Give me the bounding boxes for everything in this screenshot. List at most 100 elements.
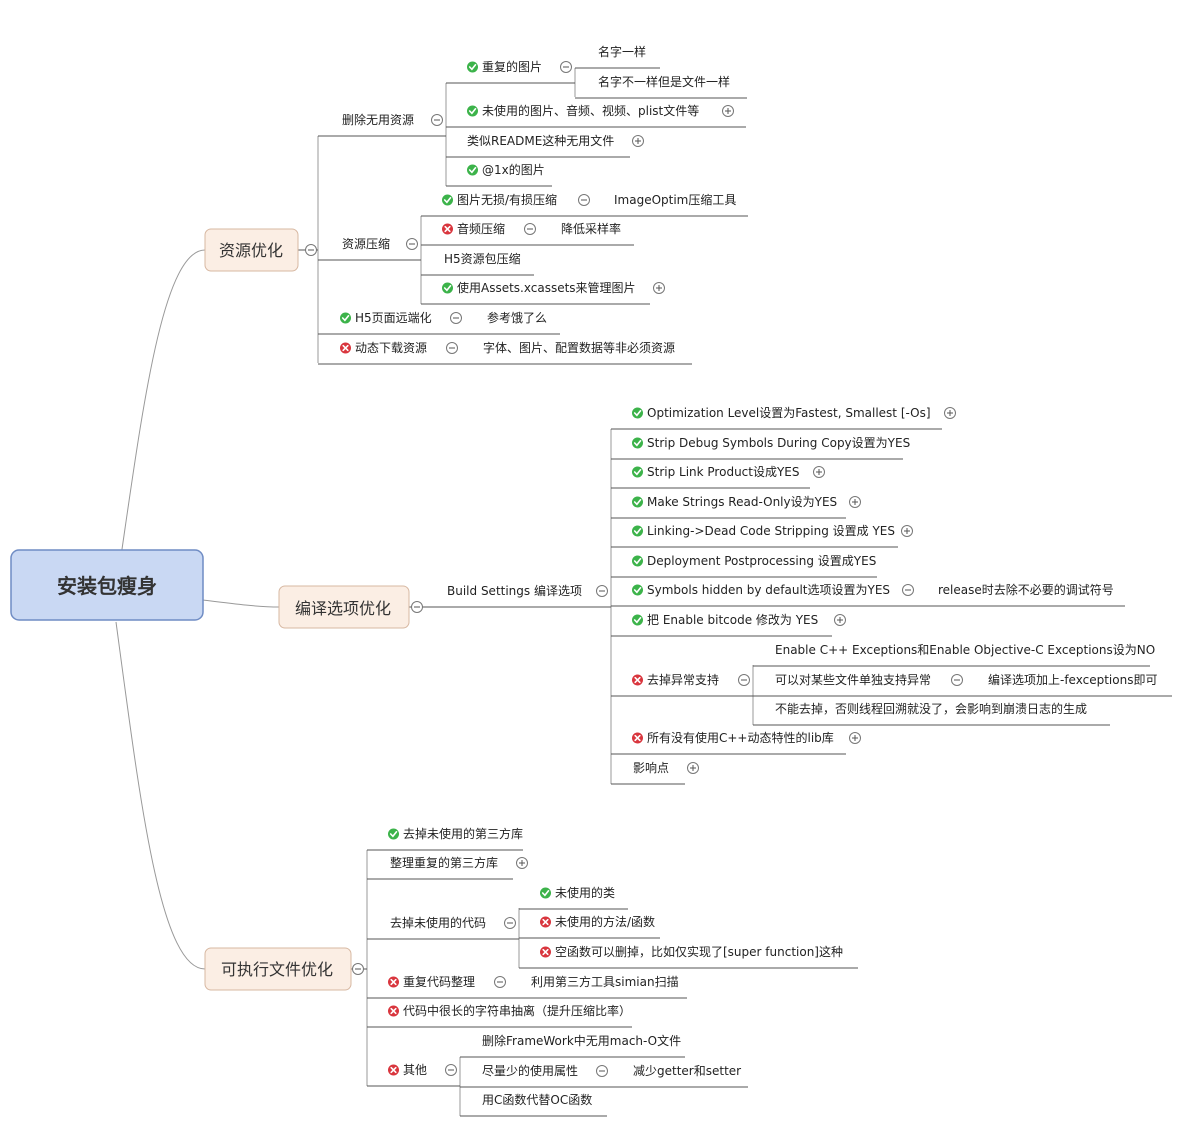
node-opt-level: Optimization Level设置为Fastest, Smallest [… [647,406,931,420]
node-bitcode: 把 Enable bitcode 修改为 YES [647,612,818,627]
node-imageoptim: ImageOptim压缩工具 [614,192,736,207]
node-no-exc: 去掉异常支持 [647,672,719,687]
group-node-res[interactable] [204,228,299,272]
toggle-audio-collapse[interactable] [524,223,536,235]
node-other: 其他 [403,1063,427,1077]
node-unused-cls: 未使用的类 [555,885,615,900]
root-label: 安装包瘦身 [57,574,157,598]
group-label-res: 资源优化 [219,241,283,260]
cross-icon [388,976,399,988]
check-icon [632,584,643,596]
node-samplerate: 降低采样率 [561,221,621,236]
node-fonts: 字体、图片、配置数据等非必须资源 [483,340,675,355]
toggle-del-unused-collapse[interactable] [431,114,443,126]
group-label-exe: 可执行文件优化 [221,960,333,979]
check-icon [388,828,399,840]
node-rm-3rd: 去掉未使用的第三方库 [403,826,523,841]
cross-icon [632,674,643,686]
check-icon [632,525,643,537]
node-strip-debug: Strip Debug Symbols During Copy设置为YES [647,436,910,450]
node-impact: 影响点 [633,760,669,775]
check-icon [540,887,551,899]
node-less-prop: 尽量少的使用属性 [482,1063,578,1078]
node-simian: 利用第三方工具simian扫描 [531,974,679,989]
toggle-rm-code-collapse[interactable] [504,917,516,929]
check-icon [632,466,643,478]
toggle-dup-3rd-expand[interactable] [516,857,528,869]
group-label-comp: 编译选项优化 [295,599,391,618]
toggle-unused-media-expand[interactable] [722,105,734,117]
root-node[interactable] [10,549,204,621]
toggle-cpp-lib-expand[interactable] [849,732,861,744]
toggle-exc-file-collapse[interactable] [951,674,963,686]
node-eleme: 参考饿了么 [487,310,547,325]
node-deploy-post: Deployment Postprocessing 设置成YES [647,554,876,568]
toggle-group-res[interactable] [305,244,317,256]
node-img-1x: @1x的图片 [482,162,545,177]
toggle-other-collapse[interactable] [445,1064,457,1076]
node-same-name: 名字一样 [598,44,646,59]
toggle-bitcode-expand[interactable] [834,614,846,626]
node-strings-ro: Make Strings Read-Only设为YES [647,495,837,509]
cross-icon [442,223,453,235]
node-c-func: 用C函数代替OC函数 [482,1092,592,1107]
node-rm-code: 去掉未使用的代码 [390,915,486,930]
node-del-unused: 删除无用资源 [342,112,414,127]
check-icon [340,312,351,324]
cross-icon [632,732,643,744]
toggle-img-lossless-collapse[interactable] [578,194,590,206]
node-exc-warn: 不能去掉，否则线程回溯就没了，会影响到崩溃日志的生成 [775,701,1087,716]
toggle-dup-img-collapse[interactable] [560,61,572,73]
check-icon [632,614,643,626]
toggle-compress-collapse[interactable] [406,238,418,250]
node-img-lossless: 图片无损/有损压缩 [457,192,557,207]
toggle-dyn-dl-collapse[interactable] [446,342,458,354]
toggle-no-exc-collapse[interactable] [738,674,750,686]
node-long-str: 代码中很长的字符串抽离（提升压缩比率） [403,1003,631,1018]
toggle-xcassets-expand[interactable] [653,282,665,294]
node-dup-img: 重复的图片 [482,59,542,74]
branch-curve-comp [202,599,280,608]
toggle-strip-link-expand[interactable] [813,466,825,478]
check-icon [632,437,643,449]
toggle-group-exe[interactable] [352,963,364,975]
toggle-build-settings-collapse[interactable] [596,585,608,597]
node-sym-hidden: Symbols hidden by default选项设置为YES [647,583,890,597]
check-icon [467,61,478,73]
node-dup-3rd: 整理重复的第三方库 [390,855,498,870]
branch-curve-res [115,249,206,591]
node-audio: 音频压缩 [457,221,505,236]
toggle-strings-ro-expand[interactable] [849,496,861,508]
node-mach-o: 删除FrameWork中无用mach-O文件 [482,1033,681,1048]
check-icon [442,282,453,294]
toggle-sym-hidden-collapse[interactable] [902,584,914,596]
node-strip-link: Strip Link Product设成YES [647,465,800,479]
toggle-dup-code-collapse[interactable] [494,976,506,988]
toggle-dead-code-expand[interactable] [901,525,913,537]
toggle-less-prop-collapse[interactable] [596,1065,608,1077]
node-empty-fn: 空函数可以删掉，比如仅实现了[super function]这种 [555,944,843,959]
group-node-comp[interactable] [278,585,410,629]
cross-icon [540,946,551,958]
node-exc-no: Enable C++ Exceptions和Enable Objective-C… [775,643,1155,657]
toggle-readme-expand[interactable] [632,135,644,147]
cross-icon [388,1005,399,1017]
group-node-exe[interactable] [204,947,352,991]
toggle-impact-expand[interactable] [687,762,699,774]
cross-icon [340,342,351,354]
check-icon [467,105,478,117]
check-icon [632,496,643,508]
node-h5-pack: H5资源包压缩 [444,251,521,266]
node-unused-media: 未使用的图片、音频、视频、plist文件等 [482,103,699,118]
toggle-group-comp[interactable] [411,601,423,613]
toggle-h5-remote-collapse[interactable] [450,312,462,324]
node-h5-remote: H5页面远端化 [355,311,432,325]
node-dup-code: 重复代码整理 [403,974,475,989]
toggle-opt-level-expand[interactable] [944,407,956,419]
node-diff-name: 名字不一样但是文件一样 [598,74,730,89]
cross-icon [388,1064,399,1076]
node-dead-code: Linking->Dead Code Stripping 设置成 YES [647,524,895,538]
check-icon [442,194,453,206]
node-compress: 资源压缩 [342,236,390,251]
